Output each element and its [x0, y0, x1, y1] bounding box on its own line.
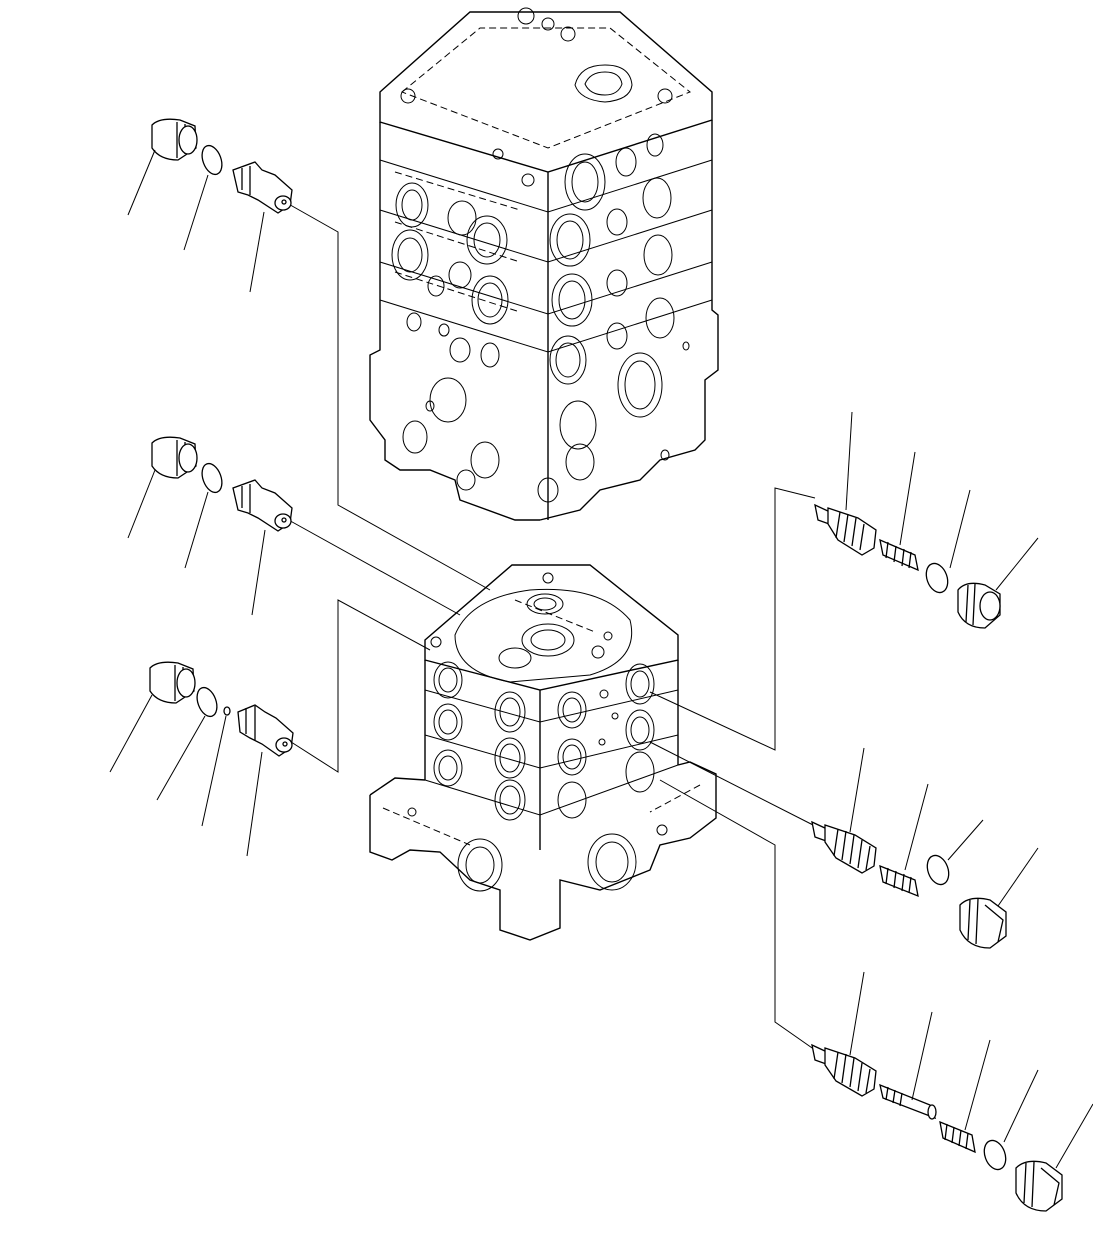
- leader-line: [911, 1011, 933, 1101]
- right-parts-row-2: [811, 747, 1039, 949]
- valve-cartridge-icon: [811, 1043, 877, 1097]
- plug-icon: [957, 582, 1001, 629]
- left-parts-row-2: [127, 436, 293, 616]
- leader-line: [899, 451, 916, 546]
- leader-line: [1055, 1103, 1093, 1169]
- o-ring-icon: [201, 462, 223, 494]
- leader-line: [184, 491, 209, 569]
- spring-icon: [939, 1120, 976, 1154]
- o-ring-icon: [983, 1139, 1007, 1171]
- valve-cartridge-icon: [811, 820, 877, 874]
- valve-cartridge-icon: [232, 479, 293, 532]
- leader-line: [904, 783, 929, 871]
- leader-line: [251, 529, 266, 616]
- o-ring-icon: [196, 686, 218, 718]
- left-parts-row-3: [109, 661, 294, 857]
- leader-line: [845, 411, 853, 511]
- valve-cartridge-icon: [237, 704, 294, 757]
- leader-line: [201, 715, 227, 827]
- leader-line: [156, 715, 206, 801]
- right-parts-row-3: [811, 971, 1093, 1212]
- o-ring-icon: [925, 562, 949, 594]
- leader-line: [949, 489, 971, 569]
- leader-line: [995, 537, 1039, 591]
- assembly-lines: [284, 201, 816, 1051]
- leader-line: [109, 694, 153, 773]
- leader-line: [127, 469, 156, 539]
- right-parts-row-1: [814, 411, 1039, 629]
- spring-icon: [879, 864, 919, 898]
- leader-line: [249, 211, 265, 293]
- spring-icon: [879, 538, 919, 572]
- leader-line: [947, 819, 984, 861]
- o-ring-icon: [926, 854, 950, 886]
- plug-icon: [151, 118, 198, 161]
- leader-line: [127, 149, 156, 216]
- plug-icon: [149, 661, 196, 704]
- o-ring-icon: [201, 144, 223, 176]
- plug-icon: [1015, 1160, 1063, 1212]
- upper-valve-block: [369, 7, 719, 521]
- leader-line: [849, 747, 865, 833]
- left-parts-row-1: [127, 118, 293, 293]
- leader-line: [997, 847, 1039, 907]
- leader-line: [964, 1039, 991, 1131]
- valve-cartridge-icon: [232, 161, 293, 214]
- leader-line: [849, 971, 865, 1056]
- leader-line: [183, 174, 209, 251]
- lower-valve-block: [369, 564, 717, 941]
- plug-icon: [959, 897, 1007, 949]
- piston-icon: [879, 1083, 937, 1120]
- o-ring-icon: [223, 706, 231, 716]
- leader-line: [246, 751, 263, 857]
- plug-icon: [151, 436, 198, 479]
- valve-cartridge-icon: [814, 503, 877, 556]
- leader-line: [1003, 1069, 1039, 1143]
